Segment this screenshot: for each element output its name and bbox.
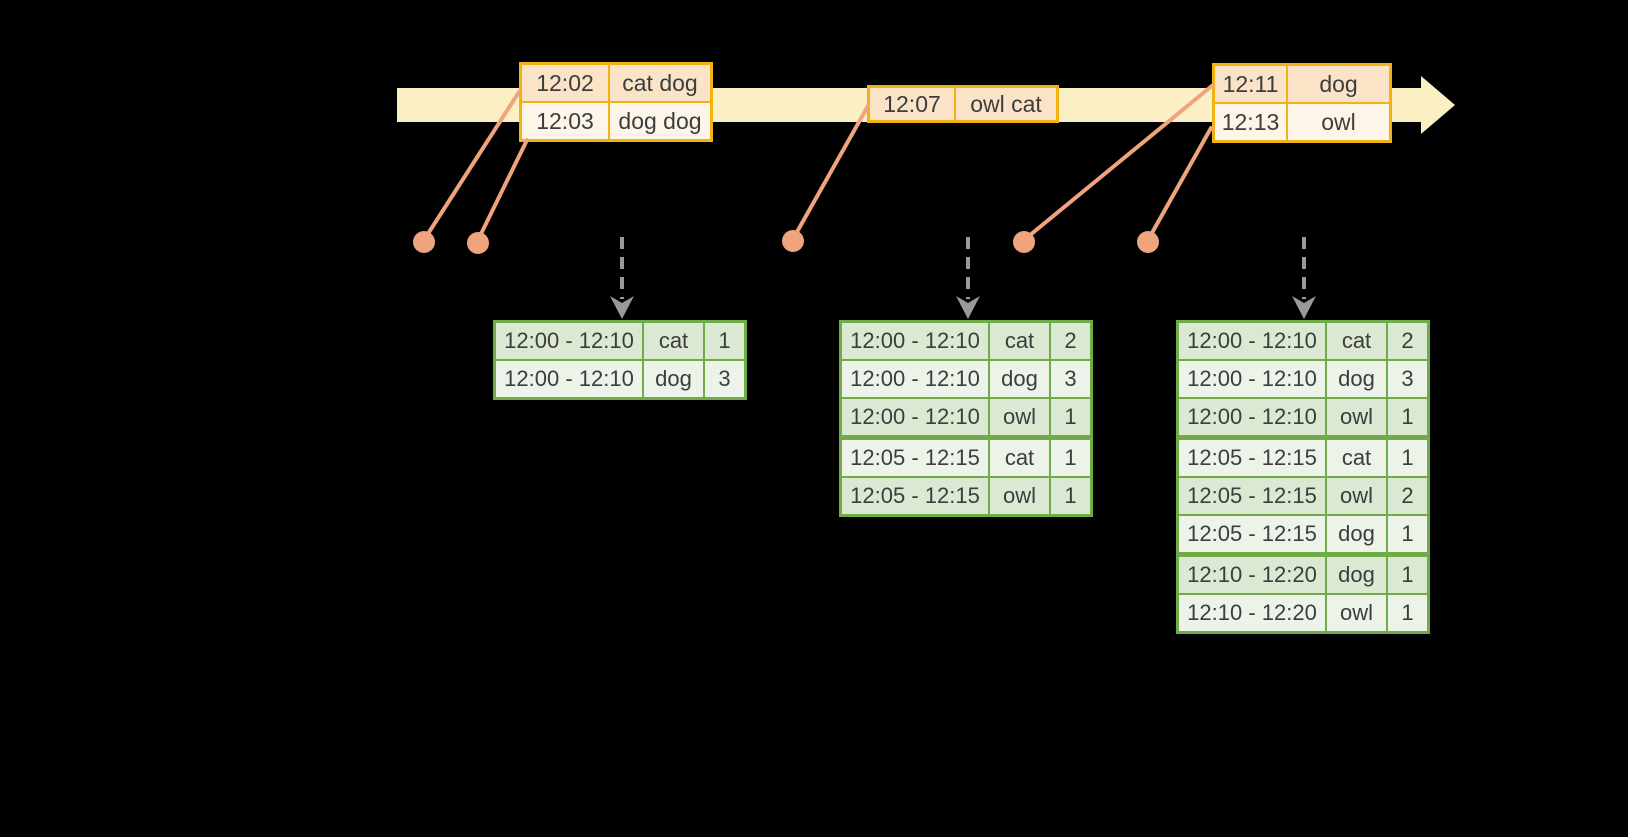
- event-row: 12:11 dog: [1215, 66, 1389, 102]
- event-table-1202: 12:02 cat dog 12:03 dog dog: [519, 62, 713, 142]
- event-time: 12:07: [870, 88, 954, 120]
- event-time: 12:11: [1215, 66, 1286, 102]
- word-cell: dog: [1327, 361, 1386, 397]
- result-table-1: 12:00 - 12:10 cat 1 12:00 - 12:10 dog 3: [493, 320, 747, 400]
- word-cell: owl: [990, 399, 1049, 435]
- word-cell: owl: [1327, 399, 1386, 435]
- connector-line: [1146, 126, 1213, 242]
- window-cell: 12:05 - 12:15: [842, 478, 988, 514]
- count-cell: 3: [705, 361, 744, 397]
- result-row: 12:10 - 12:20 owl 1: [1179, 595, 1427, 631]
- window-cell: 12:00 - 12:10: [842, 399, 988, 435]
- window-cell: 12:10 - 12:20: [1179, 557, 1325, 593]
- result-row: 12:05 - 12:15 owl 2: [1179, 478, 1427, 514]
- window-cell: 12:00 - 12:10: [1179, 323, 1325, 359]
- trigger-arrows: [610, 237, 1316, 319]
- event-time: 12:03: [522, 103, 608, 139]
- window-cell: 12:00 - 12:10: [1179, 361, 1325, 397]
- trigger-arrowhead-icon: [1292, 296, 1316, 319]
- count-cell: 1: [1051, 478, 1090, 514]
- count-cell: 1: [1388, 399, 1427, 435]
- event-dot: [1137, 231, 1159, 253]
- result-row: 12:00 - 12:10 dog 3: [842, 361, 1090, 397]
- result-row: 12:00 - 12:10 cat 1: [496, 323, 744, 359]
- event-row: 12:03 dog dog: [522, 103, 710, 139]
- result-row: 12:00 - 12:10 dog 3: [1179, 361, 1427, 397]
- count-cell: 1: [1388, 440, 1427, 476]
- count-cell: 1: [1388, 595, 1427, 631]
- result-row: 12:00 - 12:10 cat 2: [842, 323, 1090, 359]
- window-cell: 12:05 - 12:15: [842, 440, 988, 476]
- word-cell: cat: [1327, 323, 1386, 359]
- result-row: 12:00 - 12:10 owl 1: [1179, 399, 1427, 435]
- window-cell: 12:00 - 12:10: [496, 323, 642, 359]
- event-row: 12:07 owl cat: [870, 88, 1056, 120]
- event-dot: [467, 232, 489, 254]
- window-cell: 12:00 - 12:10: [1179, 399, 1325, 435]
- window-cell: 12:05 - 12:15: [1179, 440, 1325, 476]
- word-cell: owl: [990, 478, 1049, 514]
- window-cell: 12:05 - 12:15: [1179, 516, 1325, 552]
- event-time: 12:13: [1215, 104, 1286, 140]
- event-dots: [413, 230, 1159, 254]
- word-cell: dog: [644, 361, 703, 397]
- result-row: 12:05 - 12:15 cat 1: [1179, 440, 1427, 476]
- word-cell: dog: [1327, 516, 1386, 552]
- result-row: 12:00 - 12:10 owl 1: [842, 399, 1090, 435]
- trigger-arrowhead-icon: [956, 296, 980, 319]
- count-cell: 2: [1051, 323, 1090, 359]
- event-words: cat dog: [610, 65, 710, 101]
- count-cell: 3: [1051, 361, 1090, 397]
- count-cell: 3: [1388, 361, 1427, 397]
- window-cell: 12:00 - 12:10: [496, 361, 642, 397]
- result-row: 12:05 - 12:15 owl 1: [842, 478, 1090, 514]
- count-cell: 1: [705, 323, 744, 359]
- connector-line: [791, 104, 870, 241]
- count-cell: 2: [1388, 323, 1427, 359]
- count-cell: 2: [1388, 478, 1427, 514]
- result-row: 12:00 - 12:10 dog 3: [496, 361, 744, 397]
- event-words: owl cat: [956, 88, 1056, 120]
- word-cell: owl: [1327, 595, 1386, 631]
- event-table-1211: 12:11 dog 12:13 owl: [1212, 63, 1392, 143]
- trigger-arrowhead-icon: [610, 296, 634, 319]
- result-table-3: 12:00 - 12:10 cat 2 12:00 - 12:10 dog 3 …: [1176, 320, 1430, 634]
- count-cell: 1: [1388, 516, 1427, 552]
- count-cell: 1: [1051, 440, 1090, 476]
- event-row: 12:02 cat dog: [522, 65, 710, 101]
- event-dot: [413, 231, 435, 253]
- result-row: 12:05 - 12:15 cat 1: [842, 440, 1090, 476]
- word-cell: dog: [990, 361, 1049, 397]
- event-time: 12:02: [522, 65, 608, 101]
- window-cell: 12:00 - 12:10: [842, 323, 988, 359]
- event-dot: [1013, 231, 1035, 253]
- result-row: 12:05 - 12:15 dog 1: [1179, 516, 1427, 552]
- window-cell: 12:05 - 12:15: [1179, 478, 1325, 514]
- event-dot: [782, 230, 804, 252]
- word-cell: owl: [1327, 478, 1386, 514]
- result-row: 12:00 - 12:10 cat 2: [1179, 323, 1427, 359]
- word-cell: cat: [990, 323, 1049, 359]
- word-cell: cat: [990, 440, 1049, 476]
- result-row: 12:10 - 12:20 dog 1: [1179, 557, 1427, 593]
- word-cell: cat: [1327, 440, 1386, 476]
- count-cell: 1: [1388, 557, 1427, 593]
- event-words: dog: [1288, 66, 1389, 102]
- connector-line: [476, 138, 529, 242]
- word-cell: dog: [1327, 557, 1386, 593]
- count-cell: 1: [1051, 399, 1090, 435]
- event-words: dog dog: [610, 103, 710, 139]
- result-table-2: 12:00 - 12:10 cat 2 12:00 - 12:10 dog 3 …: [839, 320, 1093, 517]
- event-row: 12:13 owl: [1215, 104, 1389, 140]
- event-table-1207: 12:07 owl cat: [867, 85, 1059, 123]
- window-cell: 12:00 - 12:10: [842, 361, 988, 397]
- timeline-arrowhead-icon: [1421, 76, 1455, 134]
- word-cell: cat: [644, 323, 703, 359]
- window-cell: 12:10 - 12:20: [1179, 595, 1325, 631]
- event-words: owl: [1288, 104, 1389, 140]
